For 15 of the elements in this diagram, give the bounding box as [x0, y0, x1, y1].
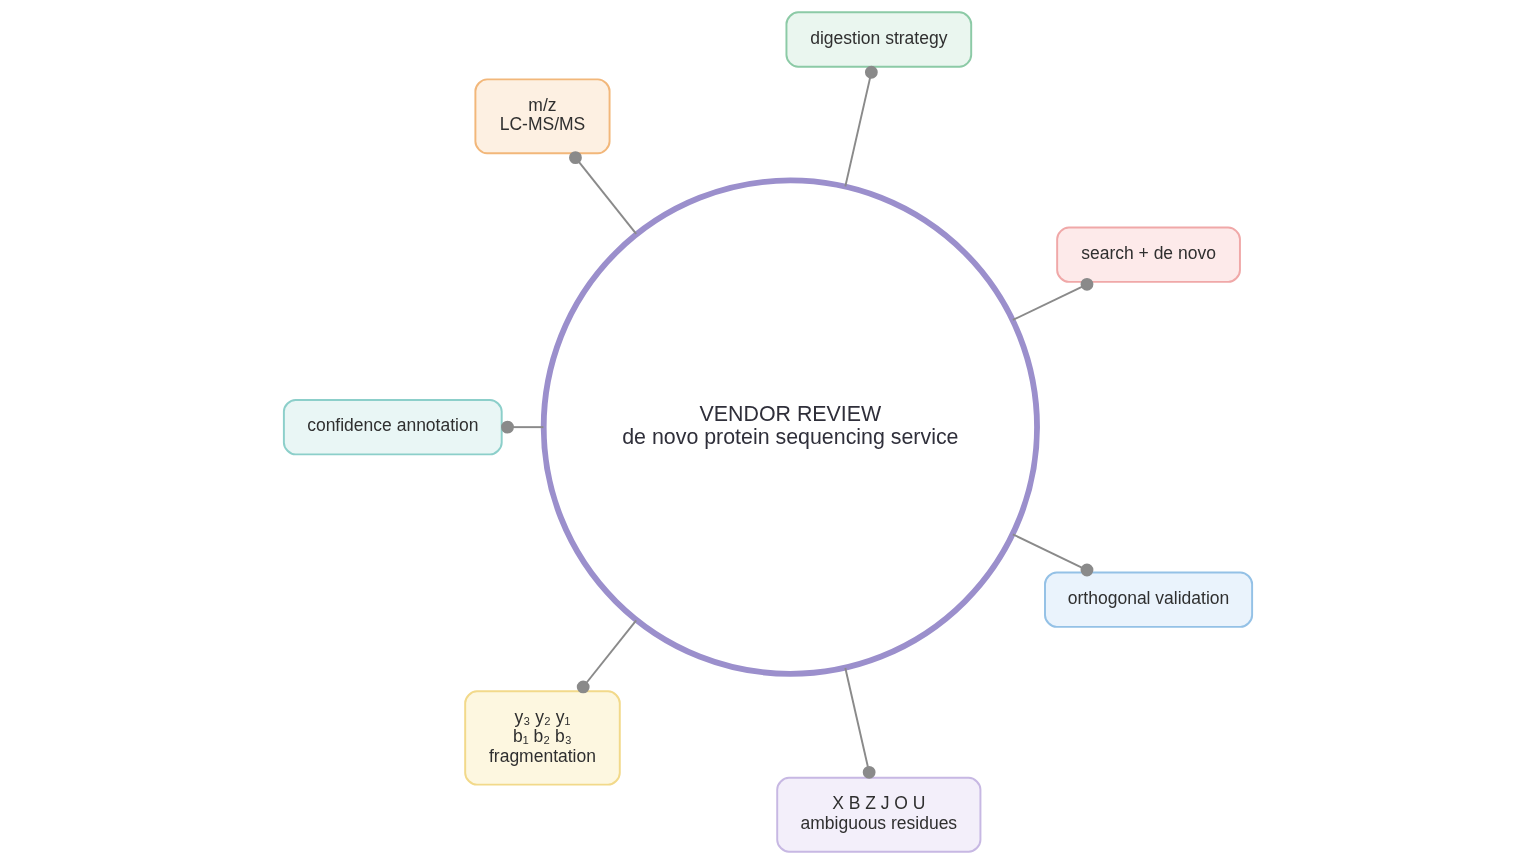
- node-circle: VENDOR REVIEW de novo protein sequencing service: [540, 177, 1040, 677]
- connector: [1011, 533, 1094, 577]
- node-box: orthogonal validation: [1044, 571, 1254, 628]
- connector: [1011, 277, 1094, 321]
- node-box: X B Z J O U ambiguous residues: [776, 776, 982, 853]
- node-box: digestion strategy: [785, 11, 973, 68]
- connector: [576, 619, 638, 694]
- connector: [569, 151, 638, 235]
- node-box: m/z LC-MS/MS: [474, 78, 611, 155]
- node-box: search + de novo: [1056, 226, 1241, 283]
- connector: [501, 420, 545, 434]
- node-box: y₃ y₂ y₁ b₁ b₂ b₃ fragmentation: [464, 690, 621, 786]
- connector: [844, 65, 878, 188]
- node-box: confidence annotation: [282, 398, 503, 456]
- connector: [844, 666, 876, 779]
